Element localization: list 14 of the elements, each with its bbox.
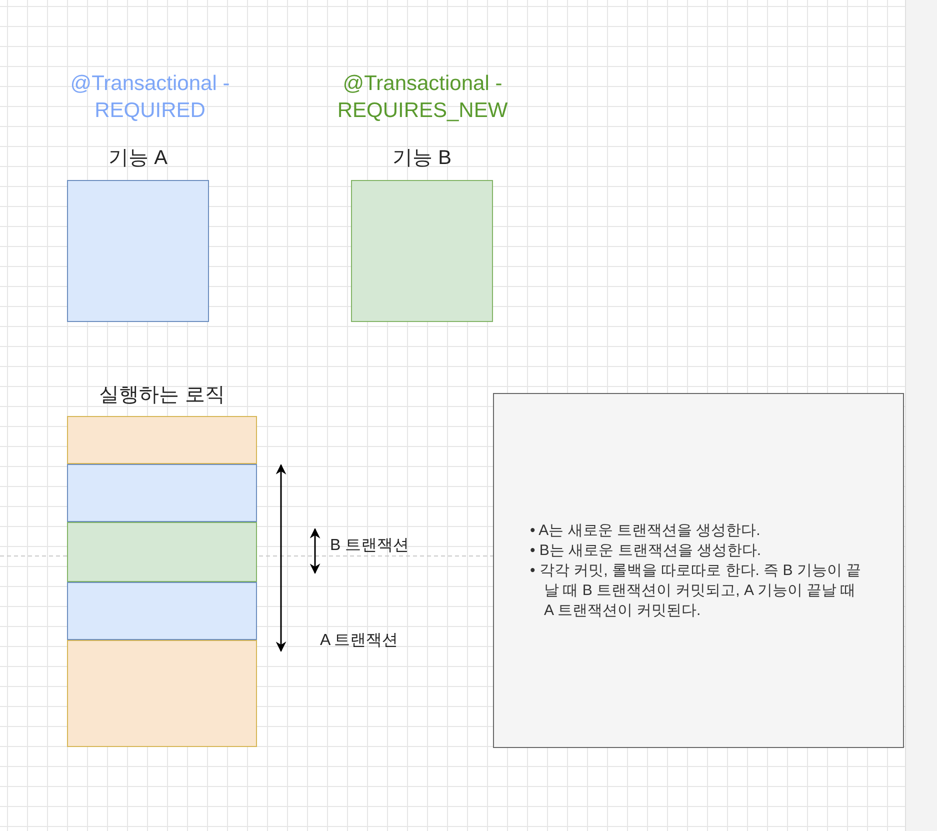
heading: 기능 B <box>392 146 452 171</box>
bullet-list: • A는 새로운 트랜잭션을 생성한다. • B는 새로운 트랜잭션을 생성한다. • 각각 커밋, 롤백을 따로따로 한다. 즉 B 기능이 끝날 때 B 트랜잭션이 커밋되고, A 기능이 끝날 때 A 트랜잭션이 커밋된다. <box>504 520 863 620</box>
logic-segment <box>67 464 257 522</box>
logic-segment <box>67 522 257 582</box>
heading: 기능 A <box>108 146 168 171</box>
annotation-text: @Transactional - REQUIRES_NEW <box>336 71 509 124</box>
annotation-text: @Transactional - REQUIRED <box>69 71 231 124</box>
span-label: A 트랜잭션 <box>320 631 400 651</box>
note-box <box>493 393 904 748</box>
span-label: B 트랜잭션 <box>330 536 410 556</box>
logic-segment <box>67 640 257 747</box>
heading: 실행하는 로직 <box>98 383 226 408</box>
logic-segment <box>67 582 257 640</box>
logic-segment <box>67 416 257 464</box>
